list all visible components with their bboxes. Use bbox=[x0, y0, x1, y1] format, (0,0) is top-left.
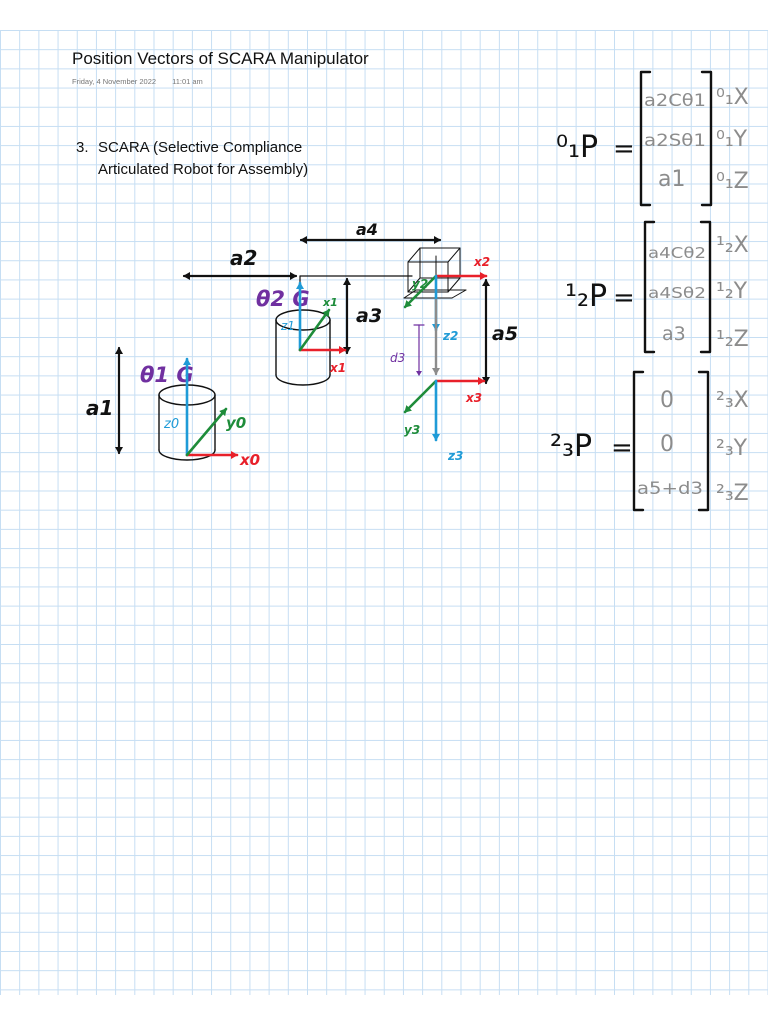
page-datetime: Friday, 4 November 2022 11:01 am bbox=[72, 77, 203, 86]
equation-2-left-bracket bbox=[643, 220, 656, 354]
equation-2-right-bracket bbox=[699, 220, 712, 354]
page-time: 11:01 am bbox=[172, 77, 203, 86]
equation-1-label-2: ⁰₁Y bbox=[716, 127, 748, 152]
frame3-axes: x3 y3 z3 bbox=[403, 377, 486, 463]
y2-label: y2 bbox=[412, 277, 428, 291]
equation-1-equals: = bbox=[613, 134, 635, 164]
scara-diagram: a2 a4 a3 a5 a1 θ1 G θ2 G z0 y0 x0 bbox=[86, 220, 518, 469]
equation-1-right-bracket bbox=[700, 70, 713, 207]
equation-3-row-2: 0 bbox=[660, 432, 674, 457]
label-a3: a3 bbox=[356, 305, 382, 327]
joint2-label: θ2 G bbox=[256, 287, 310, 311]
heading-number: 3. bbox=[76, 139, 89, 156]
position-vector-equations: ⁰₁P = a2Cθ1 a2Sθ1 a1 ⁰₁X ⁰₁Y ⁰₁Z ¹₂P = a… bbox=[550, 70, 749, 512]
equation-2-label-1: ¹₂X bbox=[716, 233, 749, 258]
equation-2-row-1: a4Cθ2 bbox=[648, 244, 706, 262]
equation-1-lhs: ⁰₁P bbox=[556, 130, 598, 165]
joint2-cylinder bbox=[275, 309, 331, 386]
x2-label: x2 bbox=[473, 255, 490, 269]
page-title[interactable]: Position Vectors of SCARA Manipulator bbox=[72, 49, 369, 68]
page-date: Friday, 4 November 2022 bbox=[72, 77, 157, 86]
joint-labels: θ1 G θ2 G bbox=[140, 287, 310, 387]
equation-3-label-2: ²₃Y bbox=[716, 436, 748, 461]
equation-1-label-1: ⁰₁X bbox=[716, 85, 749, 110]
section-heading[interactable]: 3. SCARA (Selective Compliance Articulate… bbox=[76, 137, 308, 181]
equation-3-row-1: 0 bbox=[660, 388, 674, 413]
heading-line-2: Articulated Robot for Assembly) bbox=[98, 161, 309, 178]
equation-2-row-2: a4Sθ2 bbox=[648, 284, 706, 302]
equation-3-left-bracket bbox=[632, 370, 645, 512]
equation-1-row-1: a2Cθ1 bbox=[644, 91, 706, 111]
frame0-axes: z0 y0 x0 bbox=[163, 357, 260, 469]
z2-label: z2 bbox=[442, 329, 458, 343]
x3-label: x3 bbox=[465, 391, 482, 405]
equation-2-3: ²₃P = 0 0 a5+d3 ²₃X ²₃Y ²₃Z bbox=[550, 370, 749, 512]
x1-green-label: x1 bbox=[322, 296, 338, 309]
equation-1-row-2: a2Sθ1 bbox=[644, 131, 706, 151]
label-a1: a1 bbox=[86, 396, 113, 420]
dimension-arrows bbox=[115, 236, 490, 455]
y0-label: y0 bbox=[226, 414, 246, 432]
heading-line-1: SCARA (Selective Compliance bbox=[98, 139, 303, 156]
z0-label: z0 bbox=[163, 417, 179, 432]
y0-axis-arrow bbox=[185, 407, 228, 457]
d3-displacement: d3 bbox=[390, 298, 440, 376]
label-a2: a2 bbox=[230, 246, 257, 270]
y2-axis-arrow bbox=[403, 274, 438, 309]
equation-2-label-2: ¹₂Y bbox=[716, 279, 748, 304]
equation-3-label-1: ²₃X bbox=[716, 388, 749, 413]
z3-label: z3 bbox=[447, 449, 463, 463]
equation-1-label-3: ⁰₁Z bbox=[716, 169, 749, 194]
equation-3-lhs: ²₃P bbox=[550, 429, 592, 464]
label-a5: a5 bbox=[492, 323, 518, 345]
y3-label: y3 bbox=[404, 423, 420, 437]
equation-2-lhs: ¹₂P bbox=[565, 279, 607, 314]
equation-0-1: ⁰₁P = a2Cθ1 a2Sθ1 a1 ⁰₁X ⁰₁Y ⁰₁Z bbox=[556, 70, 749, 207]
equation-3-equals: = bbox=[611, 433, 633, 463]
d3-label: d3 bbox=[390, 351, 405, 365]
equation-3-row-3: a5+d3 bbox=[637, 479, 703, 499]
x0-label: x0 bbox=[239, 451, 260, 469]
label-a4: a4 bbox=[356, 220, 378, 239]
link-labels: a2 a4 a3 a5 a1 bbox=[86, 220, 518, 420]
equation-1-row-3: a1 bbox=[658, 167, 685, 192]
equation-2-row-3: a3 bbox=[662, 323, 686, 345]
equation-2-equals: = bbox=[613, 283, 635, 313]
equation-1-2: ¹₂P = a4Cθ2 a4Sθ2 a3 ¹₂X ¹₂Y ¹₂Z bbox=[565, 220, 749, 354]
z1-label: z1 bbox=[280, 319, 295, 333]
joint1-label: θ1 G bbox=[140, 363, 194, 387]
equation-1-left-bracket bbox=[639, 70, 652, 207]
x1-red-label: x1 bbox=[329, 361, 346, 375]
y1-axis-arrow bbox=[298, 308, 331, 352]
equation-3-right-bracket bbox=[697, 370, 710, 512]
y3-axis-arrow bbox=[403, 379, 438, 414]
equation-3-label-3: ²₃Z bbox=[716, 481, 749, 506]
equation-2-label-3: ¹₂Z bbox=[716, 327, 749, 352]
frame1-axes: z1 x1 x1 bbox=[280, 281, 347, 375]
